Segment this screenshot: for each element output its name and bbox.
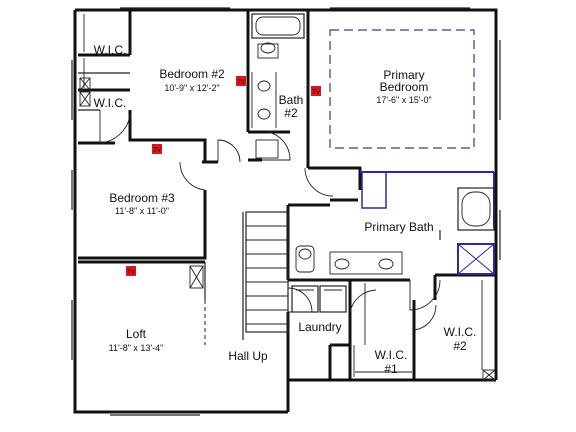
room-dims-bedroom3: 11'-8" x 11'-0" <box>115 206 169 216</box>
room-label-loft: Loft <box>126 327 147 341</box>
svg-text:TV: TV <box>312 90 320 96</box>
room-label-wic1: W.I.C. <box>375 348 408 362</box>
room-label-primary-bedroom-line2: Bedroom <box>380 80 429 94</box>
room-dims-loft: 11'-8" x 13'-4" <box>109 343 164 353</box>
room-label-bath2-number: #2 <box>284 106 298 120</box>
tv-marker-primary: TV <box>311 86 321 96</box>
svg-text:TV: TV <box>153 148 161 154</box>
room-label-laundry: Laundry <box>298 320 341 334</box>
closet-shelves <box>79 14 496 381</box>
room-label-wic1-number: #1 <box>384 362 398 376</box>
stairs <box>242 211 289 340</box>
tray-ceiling-outline <box>329 29 475 149</box>
room-label-wic2: W.I.C. <box>444 325 477 339</box>
svg-text:TV: TV <box>127 270 135 276</box>
room-label-bath2: Bath <box>279 93 304 107</box>
door-swings <box>99 110 441 331</box>
room-label-hall: Hall Up <box>228 349 268 363</box>
room-label-primary-bath: Primary Bath <box>364 220 433 234</box>
interior-walls <box>78 10 496 380</box>
laundry-machines <box>291 285 347 313</box>
room-labels: W.I.C. W.I.C. Bedroom #2 10'-9" x 12'-2"… <box>94 43 477 376</box>
room-label-wic-top: W.I.C. <box>94 43 127 57</box>
room-label-bedroom3: Bedroom #3 <box>109 191 175 205</box>
tv-marker-bedroom3: TV <box>152 144 162 154</box>
room-dims-bedroom2: 10'-9" x 12'-2" <box>164 83 219 93</box>
svg-text:TV: TV <box>237 80 245 86</box>
tv-marker-loft: TV <box>126 266 136 276</box>
room-label-wic-mid: W.I.C. <box>94 96 127 110</box>
room-dims-primary-bedroom: 17'-6" x 15'-0" <box>376 95 431 105</box>
primary-bath-fixtures <box>295 171 495 275</box>
room-label-primary-bedroom-line1: Primary <box>383 68 424 82</box>
bath2-fixtures <box>251 13 305 159</box>
room-label-wic2-number: #2 <box>453 339 467 353</box>
room-label-bedroom2: Bedroom #2 <box>159 67 225 81</box>
tv-marker-bedroom2: TV <box>236 76 246 86</box>
